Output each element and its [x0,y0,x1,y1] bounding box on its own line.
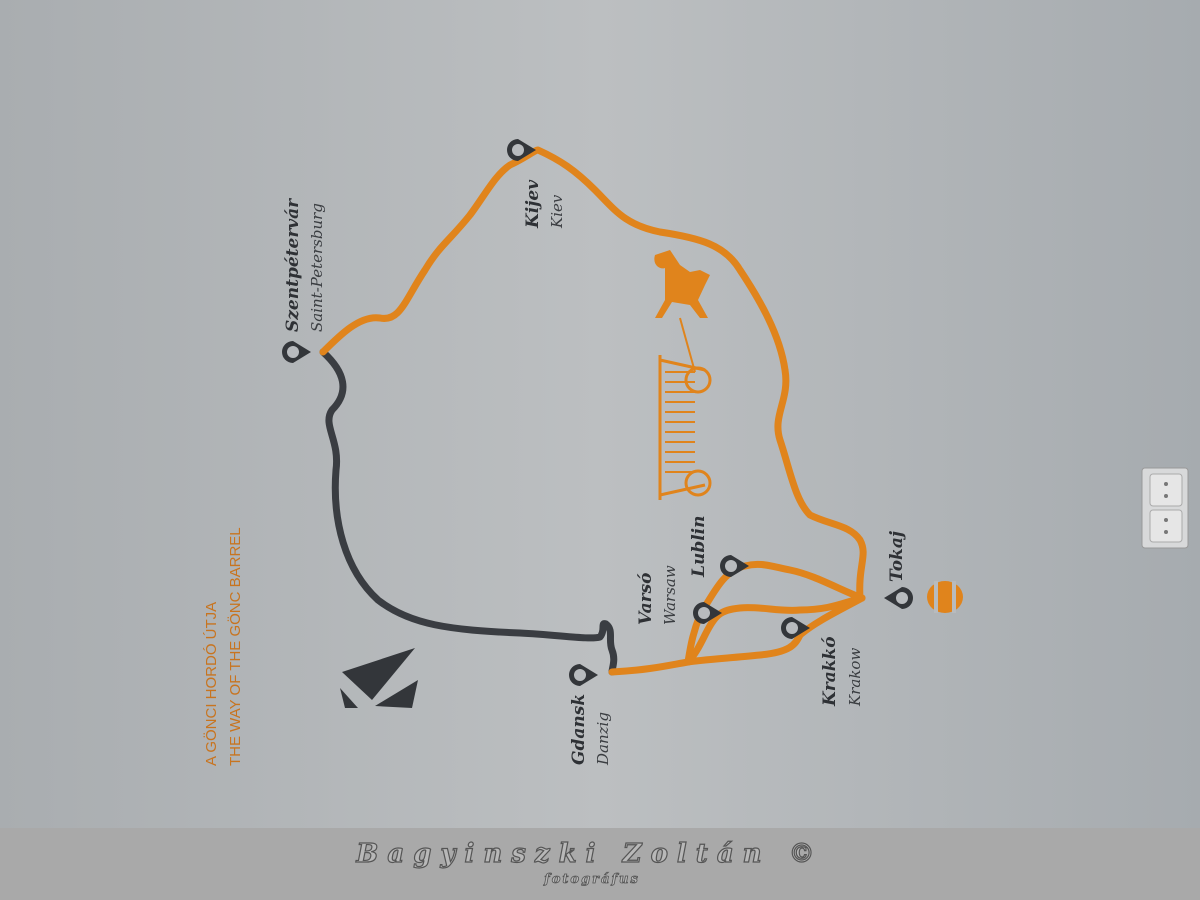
barrel-icon [927,581,963,613]
watermark-subtitle: fotográfus [543,872,640,887]
city-label-alt: Danzig [594,712,612,766]
city-label: Varsó [636,572,656,625]
city-label: Krakkó [820,636,840,707]
sailboat-icon [340,648,418,708]
city-label-alt: Krakow [846,648,864,707]
map-title-hu: A GÖNCI HORDÓ ÚTJA [202,602,220,766]
city-label-alt: Saint-Petersburg [308,203,326,332]
city-label: Gdansk [569,694,589,765]
city-label-alt: Kiev [548,194,566,229]
city-label: Kijev [523,179,543,229]
wall-background [0,0,1200,830]
city-label: Szentpétervár [283,198,303,332]
city-label: Tokaj [887,530,907,582]
watermark-name: Bagyinszki Zoltán © [355,839,823,869]
city-label-alt: Warsaw [661,565,679,625]
sea-route [319,348,618,676]
wall-outlet-icon [1141,467,1189,549]
horse-and-cart-icon [654,250,712,500]
map-title-en: THE WAY OF THE GÖNC BARREL [226,527,244,766]
watermark-band [0,828,1200,900]
city-label: Lublin [689,516,709,578]
